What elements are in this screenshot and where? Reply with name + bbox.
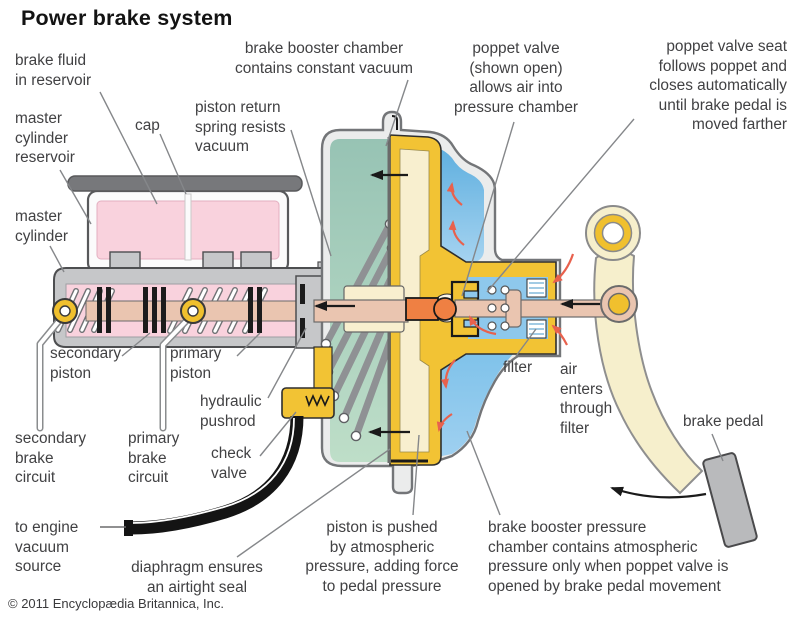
label-secondary-brake-circuit: secondary brake circuit [15,430,87,487]
hydraulic-pushrod-rod [313,299,409,323]
pedal-motion-arrow [610,486,707,499]
copyright-notice: © 2011 Encyclopædia Britannica, Inc. [8,596,225,611]
label-piston-return-spring: piston return spring resists vacuum [195,99,286,156]
label-hydraulic-pushrod: hydraulic pushrod [200,393,262,430]
brake-pedal-pad [702,452,758,548]
brake-circuit-tubes [36,312,195,432]
label-cap: cap [135,117,160,134]
page-title: Power brake system [21,6,233,30]
label-booster-pressure-chamber: brake booster pressure chamber contains … [488,519,729,595]
pressure-chamber-lower [437,352,515,457]
leader-lines [49,79,724,558]
check-valve-spring [305,394,330,408]
flow-arrows-black [314,170,707,499]
secondary-piston-seal [52,298,78,324]
label-filter: filter [503,359,533,376]
check-valve-part [281,346,335,419]
label-brake-pedal: brake pedal [683,413,764,430]
label-poppet-valve: poppet valve (shown open) allows air int… [453,40,579,116]
filter-element [526,278,547,339]
label-secondary-piston: secondary piston [50,345,122,382]
label-primary-brake-circuit: primary brake circuit [128,430,180,487]
master-cylinder-body [36,251,343,432]
label-air-enters: air enters through filter [560,361,613,437]
label-to-engine-vacuum: to engine vacuum source [15,519,79,576]
pedal-pivot-top [585,205,641,261]
label-master-cylinder-reservoir: master cylinder reservoir [15,110,75,167]
label-check-valve: check valve [211,445,252,482]
label-poppet-valve-seat: poppet valve seat follows poppet and clo… [649,38,787,134]
flow-arrows-red [436,182,575,432]
label-brake-fluid: brake fluid in reservoir [15,52,92,89]
pedal-clevis [600,285,638,323]
reservoir-cap [67,175,303,192]
poppet-valve-part [405,297,457,321]
piston-seals [97,284,305,338]
label-master-cylinder: master cylinder [15,208,69,245]
label-primary-piston: primary piston [170,345,222,382]
label-piston-pushed: piston is pushed by atmospheric pressure… [305,519,459,595]
primary-piston-seal [180,298,206,324]
reservoir-divider [184,193,192,261]
label-booster-chamber: brake booster chamber contains constant … [235,40,413,77]
label-diaphragm: diaphragm ensures an airtight seal [131,559,263,596]
vacuum-hose [124,415,304,536]
